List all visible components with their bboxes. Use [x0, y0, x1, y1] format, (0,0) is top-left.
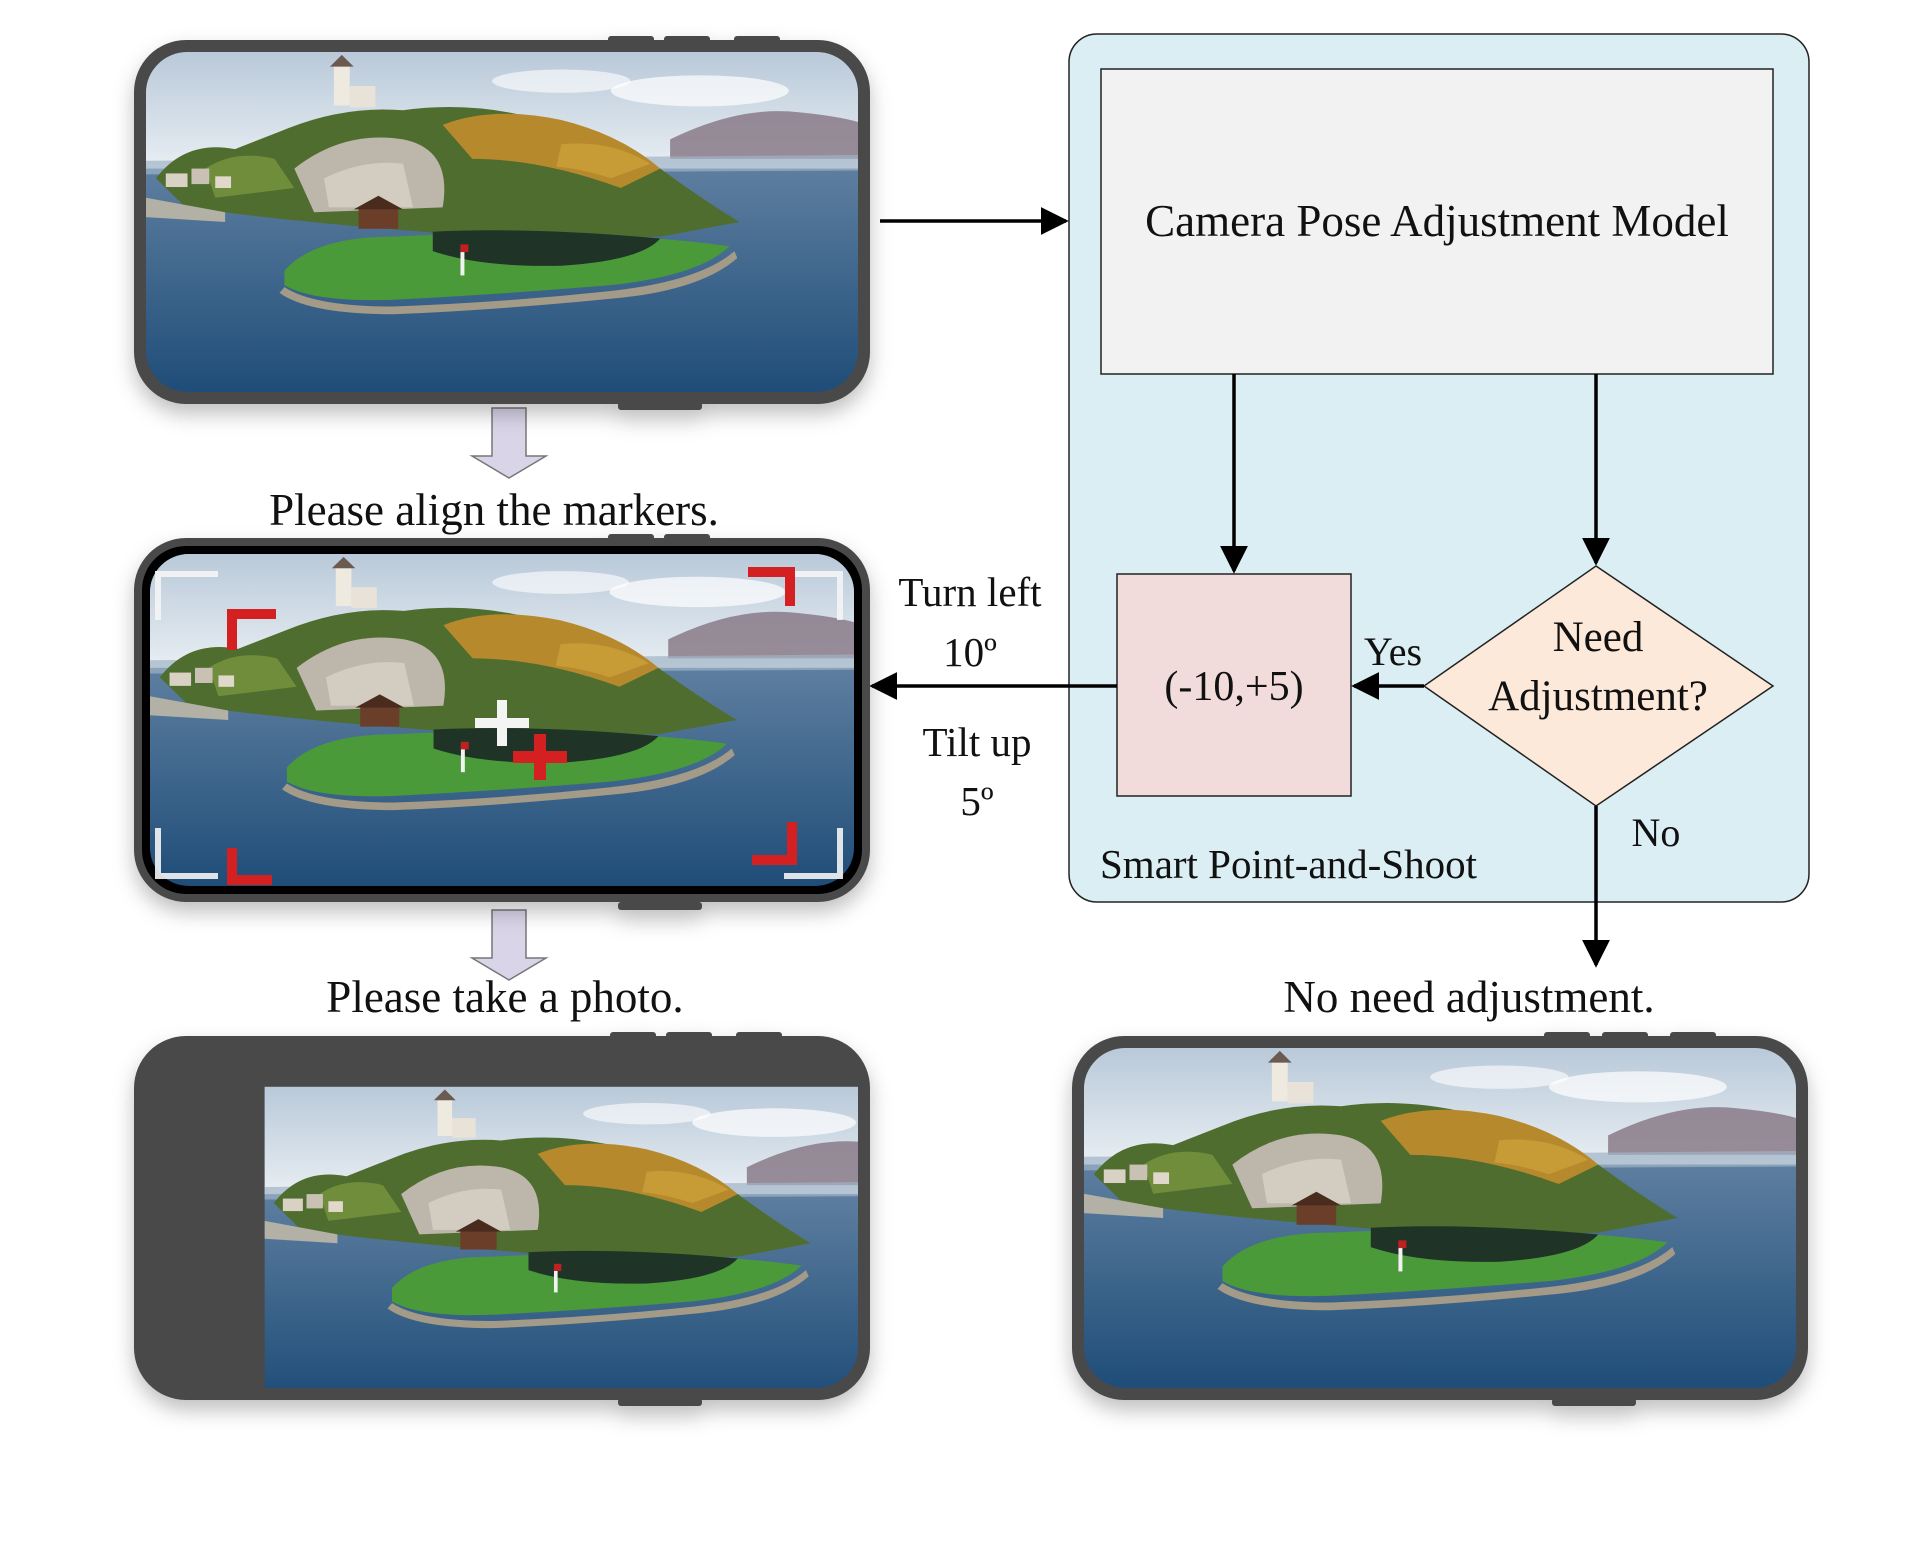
turn-label-1: Turn left — [898, 569, 1042, 615]
photo-no-adjust — [1084, 1048, 1796, 1388]
turn-label-2: 10º — [943, 629, 997, 675]
caption-no-need: No need adjustment. — [1283, 972, 1654, 1022]
photo-final — [264, 1086, 858, 1388]
crosshair-white-icon — [475, 700, 529, 746]
container-label: Smart Point-and-Shoot — [1100, 841, 1478, 887]
crosshair-red-icon — [513, 734, 567, 780]
output-box — [1116, 573, 1352, 797]
caption-align: Please align the markers. — [269, 485, 719, 535]
output-value: (-10,+5) — [1164, 664, 1303, 710]
model-label: Camera Pose Adjustment Model — [1145, 196, 1729, 246]
tilt-label-1: Tilt up — [922, 719, 1031, 765]
decision-line-2: Adjustment? — [1488, 673, 1708, 720]
tilt-label-2: 5º — [960, 778, 993, 824]
decision-line-1: Need — [1553, 614, 1644, 661]
no-label: No — [1632, 810, 1681, 855]
hollow-arrow-2 — [469, 909, 549, 981]
yes-label: Yes — [1364, 629, 1422, 674]
hollow-arrow-1 — [469, 407, 549, 479]
red-corner-markers — [227, 567, 797, 885]
photo-initial — [146, 52, 858, 392]
frame-corner-markers — [155, 571, 843, 879]
caption-take: Please take a photo. — [326, 972, 683, 1022]
model-box — [1100, 68, 1774, 375]
